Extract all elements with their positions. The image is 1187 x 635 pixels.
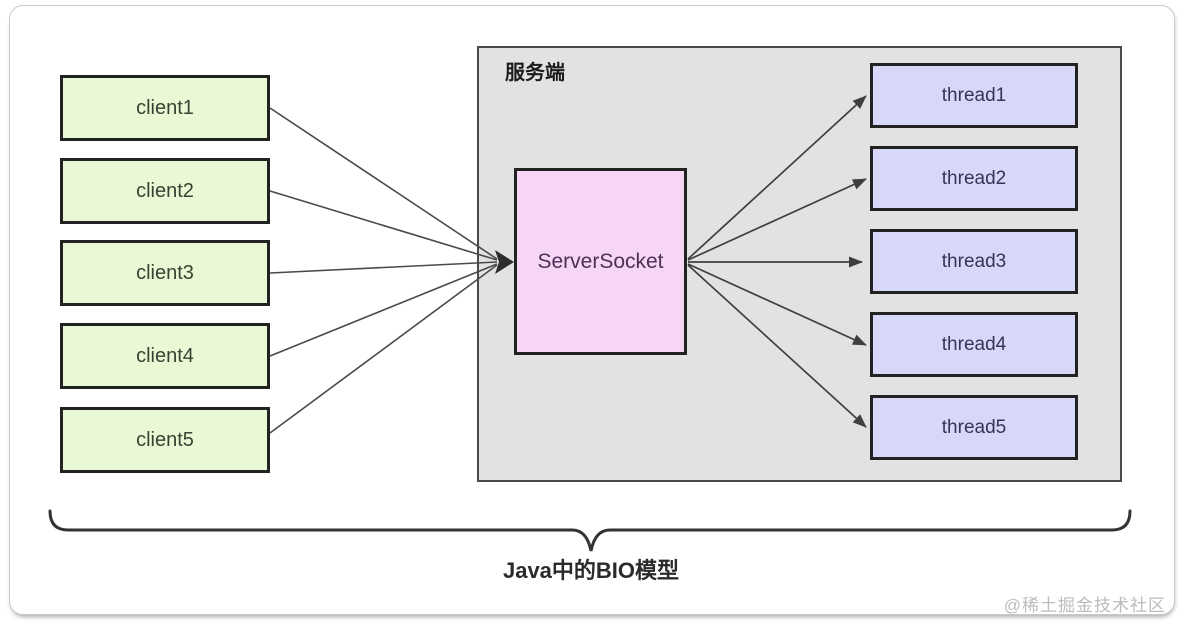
thread2-label: thread2 bbox=[941, 167, 1007, 189]
client5-box: client5 bbox=[60, 407, 270, 473]
watermark: @稀土掘金技术社区 bbox=[1003, 596, 1166, 615]
client4-label: client4 bbox=[136, 344, 194, 367]
client1-box: client1 bbox=[60, 75, 270, 141]
thread3-label: thread3 bbox=[941, 250, 1007, 272]
client3-label: client3 bbox=[136, 261, 194, 284]
thread2-box: thread2 bbox=[870, 146, 1078, 211]
thread1-box: thread1 bbox=[870, 63, 1078, 128]
client2-label: client2 bbox=[136, 179, 194, 202]
client5-label: client5 bbox=[136, 428, 194, 451]
serversocket-box: ServerSocket bbox=[514, 168, 687, 355]
serversocket-label: ServerSocket bbox=[537, 249, 664, 273]
client2-box: client2 bbox=[60, 158, 270, 224]
client1-label: client1 bbox=[136, 96, 194, 119]
client3-box: client3 bbox=[60, 240, 270, 306]
thread5-box: thread5 bbox=[870, 395, 1078, 460]
client4-box: client4 bbox=[60, 323, 270, 389]
diagram-caption: Java中的BIO模型 bbox=[502, 558, 680, 583]
thread5-label: thread5 bbox=[941, 416, 1007, 438]
server-title: 服务端 bbox=[505, 62, 565, 84]
thread3-box: thread3 bbox=[870, 229, 1078, 294]
thread1-label: thread1 bbox=[941, 84, 1007, 106]
thread4-label: thread4 bbox=[941, 333, 1007, 355]
thread4-box: thread4 bbox=[870, 312, 1078, 377]
